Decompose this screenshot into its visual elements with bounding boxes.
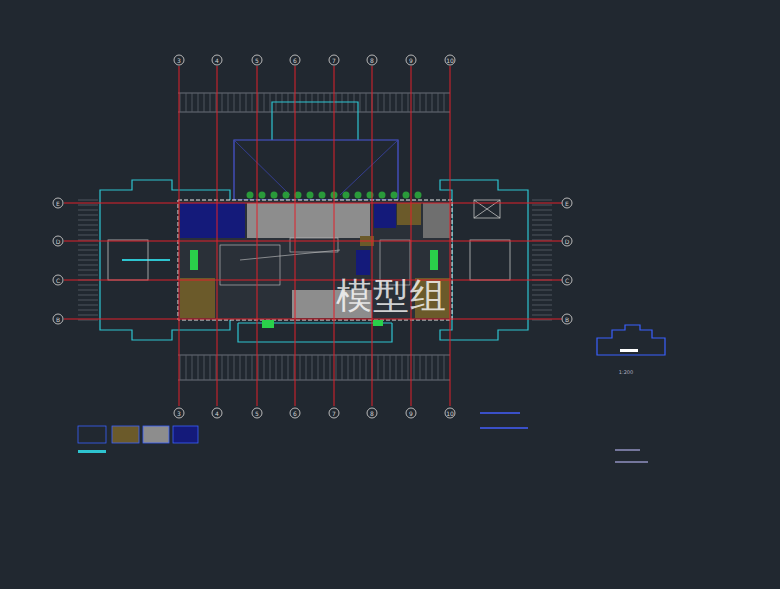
- axis-letter: E: [53, 198, 64, 209]
- axis-number: 7: [329, 408, 340, 419]
- axis-number: 5: [252, 408, 263, 419]
- axis-number: 9: [406, 55, 417, 66]
- axis-number: 3: [174, 55, 185, 66]
- axis-letter: C: [53, 275, 64, 286]
- axis-number: 3: [174, 408, 185, 419]
- axis-letter: C: [562, 275, 573, 286]
- axis-letter: B: [562, 314, 573, 325]
- axis-number: 10: [445, 408, 456, 419]
- axis-number: 9: [406, 408, 417, 419]
- axis-number: 8: [367, 408, 378, 419]
- axis-letter: D: [562, 236, 573, 247]
- axis-letter: E: [562, 198, 573, 209]
- axis-letter: B: [53, 314, 64, 325]
- axis-number: 4: [212, 55, 223, 66]
- axis-number: 5: [252, 55, 263, 66]
- axis-number: 8: [367, 55, 378, 66]
- axis-number: 6: [290, 55, 301, 66]
- axis-number: 10: [445, 55, 456, 66]
- axis-number: 6: [290, 408, 301, 419]
- axis-letter: D: [53, 236, 64, 247]
- scale-note: 1:200: [619, 369, 633, 375]
- axis-number: 7: [329, 55, 340, 66]
- watermark: 模型组: [336, 272, 447, 321]
- axis-number: 4: [212, 408, 223, 419]
